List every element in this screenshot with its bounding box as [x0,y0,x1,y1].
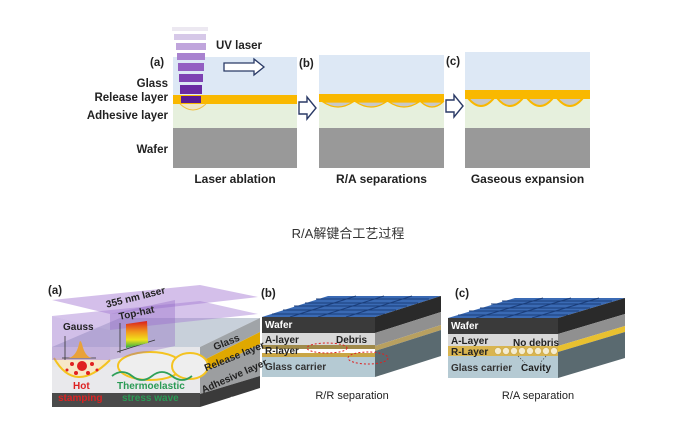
gaseous-expansion-caption: Gaseous expansion [470,172,585,186]
separation-voids [321,101,445,108]
debris-marker [347,351,389,365]
bottom-panel-c [448,297,625,378]
laser-ablation-caption: Laser ablation [194,172,276,186]
gaseous-cavities [465,97,586,107]
cavity-label: Cavity [521,363,552,374]
panel-a-tag: (a) [150,57,165,69]
stress-wave-line [111,371,193,381]
laser-beam-icon [172,27,208,103]
ra-separations-caption: R/A separations [336,172,427,186]
wafer-label-b: Wafer [265,320,293,331]
no-debris-label: No debris [513,338,560,349]
gauss-label: Gauss [63,322,94,333]
wafer-label-c: Wafer [451,321,479,332]
top-panel-c [465,52,590,168]
stress-wave-label: stress wave [122,393,179,404]
ra-separation-caption: R/A separation [501,390,575,402]
bottom-panel-c-tag: (c) [455,288,470,300]
glass-carrier-label-b: Glass carrier [265,362,327,373]
bottom-panel-a-tag: (a) [48,285,63,297]
glass-label: Glass [136,78,168,90]
top-panel-a [172,27,297,168]
debris-marker [306,342,348,354]
tophat-profile-icon [116,321,156,353]
figure-title: R/A解键合工艺过程 [291,226,405,241]
hot-spot-icon [65,361,99,375]
step-arrow-icon [445,93,464,119]
top-panel-b [319,55,445,168]
a-layer-label-c: A-Layer [451,336,489,347]
ablation-pocket [179,103,207,111]
bottom-panel-b [262,295,441,377]
uv-laser-label: UV laser [216,40,263,52]
release-layer-label: Release layer [94,92,168,104]
adhesive-layer-label: Adhesive layer [86,110,168,122]
a-layer-label-b: A-layer [265,335,299,346]
panel-b-tag: (b) [299,58,314,70]
hot-label: Hot [73,381,90,392]
rr-separation-caption: R/R separation [315,390,389,402]
bottom-panel-a [52,285,260,407]
wafer-layer [173,128,297,168]
bottom-panel-b-tag: (b) [261,288,276,300]
thermoelastic-label: Thermoelastic [117,381,185,392]
panel-c-tag: (c) [446,56,461,68]
release-layer [173,95,297,104]
cavity-bubbles [494,347,558,355]
glass-carrier-label-c: Glass carrier [451,363,513,374]
stamping-label: stamping [58,393,103,404]
gauss-profile-icon [62,336,96,360]
step-arrow-icon [298,95,317,121]
r-layer-label-b: R-layer [265,346,299,357]
wafer-label: Wafer [136,144,168,156]
scan-direction-arrow-icon [223,57,266,77]
r-layer-label-c: R-Layer [451,347,489,358]
debris-label: Debris [336,335,368,346]
